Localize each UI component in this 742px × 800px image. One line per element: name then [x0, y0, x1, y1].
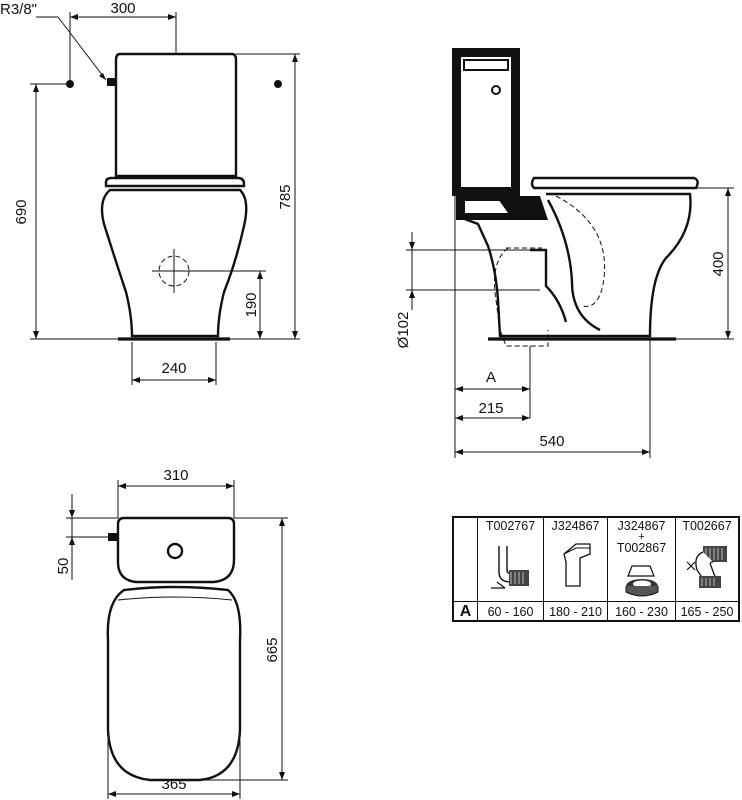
- plan-flush-button: [166, 542, 184, 560]
- fitting-column-2: J324867: [544, 518, 608, 602]
- fitting-code: T002667: [682, 519, 732, 533]
- dim-inlet-thread: R3/8": [0, 1, 37, 18]
- dim-inlet-offset: 300: [110, 0, 135, 17]
- dim-pan-height: 690: [13, 199, 30, 224]
- fitting-code: J324867: [551, 519, 600, 533]
- front-view: 300 R3/8" 690 785 190 240: [0, 0, 300, 385]
- fitting-column-3: J324867 + T002867: [608, 518, 676, 602]
- 90-degree-bend-icon: [490, 546, 529, 589]
- dim-pan-width: 365: [161, 776, 186, 793]
- fitting-code-plus: +: [638, 531, 645, 543]
- table-corner: [454, 518, 478, 602]
- fitting-range: 160 - 230: [608, 602, 676, 622]
- side-pan: [461, 192, 692, 338]
- fittings-table: T002767 J324867 J324867 + T002867 T00266…: [452, 516, 740, 622]
- plan-seat: [106, 585, 242, 782]
- table-row-label: A: [454, 602, 478, 622]
- side-seat: [530, 176, 699, 190]
- connector-extension-icon: [625, 565, 658, 597]
- straight-connector-icon: [562, 543, 591, 587]
- dim-plan-length: 665: [264, 637, 281, 662]
- offset-bend-icon: [686, 546, 727, 588]
- front-pan: [100, 188, 248, 338]
- fitting-column-4: T002667: [676, 518, 738, 602]
- flush-button: [491, 85, 501, 95]
- fitting-code: J324867: [617, 519, 666, 533]
- dim-outlet-height: 190: [243, 292, 260, 317]
- fitting-range: 165 - 250: [680, 605, 734, 619]
- dim-depth: 540: [539, 433, 564, 450]
- fitting-code: T002767: [485, 519, 536, 533]
- dim-setout-a: A: [486, 369, 496, 386]
- plan-cistern: [116, 516, 236, 584]
- fitting-code-extra: T002867: [616, 541, 667, 555]
- dim-cistern-offset: 50: [55, 558, 72, 575]
- fixing-point-left: [66, 80, 74, 88]
- front-seat: [104, 176, 246, 188]
- dim-seat-height: 400: [710, 251, 727, 276]
- dim-outlet-width: 240: [161, 360, 186, 377]
- dim-setout-215: 215: [478, 400, 503, 417]
- fixing-point-right: [274, 80, 282, 88]
- fitting-column-1: T002767: [478, 518, 544, 602]
- dim-outlet-diameter: Ø102: [395, 312, 412, 349]
- fitting-range: 60 - 160: [478, 602, 544, 622]
- fitting-range: 180 - 210: [544, 602, 608, 622]
- front-cistern: [114, 52, 238, 178]
- plan-view: 310 50 665 365: [55, 467, 288, 799]
- dim-total-height: 785: [277, 184, 294, 209]
- inlet-stub: [107, 78, 116, 86]
- side-view: Ø102 400 A 215 540: [395, 48, 734, 458]
- dim-cistern-width: 310: [163, 467, 188, 484]
